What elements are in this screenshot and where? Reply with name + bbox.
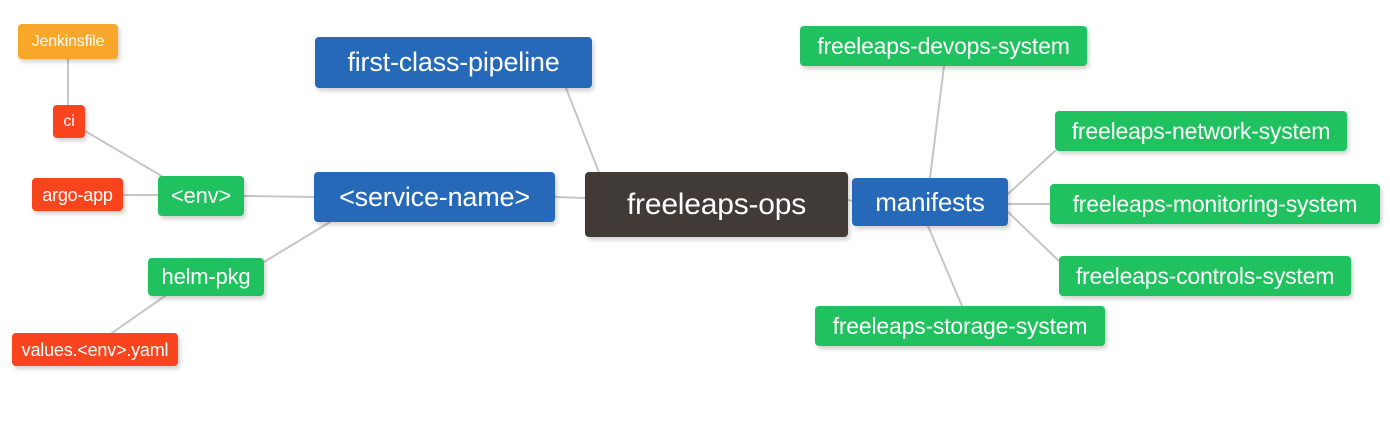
node-ci[interactable]: ci <box>53 105 85 138</box>
node-label-env: <env> <box>170 183 232 208</box>
node-label-argo-app: argo-app <box>42 184 113 205</box>
edge-manifests-to-freeleaps-storage-system <box>927 225 963 307</box>
edge-service-name-to-env <box>243 195 315 198</box>
edge-manifests-to-freeleaps-network-system <box>1007 150 1056 195</box>
node-helm-pkg[interactable]: helm-pkg <box>148 258 264 296</box>
node-manifests[interactable]: manifests <box>852 178 1008 226</box>
node-label-freeleaps-ops: freeleaps-ops <box>626 187 807 221</box>
edge-manifests-to-freeleaps-devops-system <box>929 65 945 179</box>
node-label-service-name: <service-name> <box>339 181 530 212</box>
node-label-freeleaps-monitoring-system: freeleaps-monitoring-system <box>1072 190 1358 217</box>
node-freeleaps-ops[interactable]: freeleaps-ops <box>585 172 848 237</box>
edge-freeleaps-ops-to-first-class-pipeline <box>565 87 601 176</box>
edge-service-name-to-helm-pkg <box>263 221 331 263</box>
node-freeleaps-devops-system[interactable]: freeleaps-devops-system <box>800 26 1087 66</box>
node-freeleaps-controls-system[interactable]: freeleaps-controls-system <box>1059 256 1351 296</box>
node-jenkinsfile[interactable]: Jenkinsfile <box>18 24 118 59</box>
node-label-freeleaps-controls-system: freeleaps-controls-system <box>1075 262 1335 289</box>
node-label-first-class-pipeline: first-class-pipeline <box>347 47 560 77</box>
node-service-name[interactable]: <service-name> <box>314 172 555 222</box>
node-label-freeleaps-storage-system: freeleaps-storage-system <box>832 312 1088 339</box>
edge-env-to-ci <box>84 130 166 179</box>
node-argo-app[interactable]: argo-app <box>32 178 123 211</box>
node-env[interactable]: <env> <box>158 176 244 216</box>
node-label-freeleaps-devops-system: freeleaps-devops-system <box>817 32 1070 59</box>
node-label-jenkinsfile: Jenkinsfile <box>31 32 105 50</box>
node-label-ci: ci <box>63 112 75 130</box>
node-label-manifests: manifests <box>875 187 985 217</box>
node-label-helm-pkg: helm-pkg <box>161 264 251 289</box>
node-label-freeleaps-network-system: freeleaps-network-system <box>1071 117 1331 144</box>
edge-helm-pkg-to-values-env-yaml <box>111 295 166 334</box>
node-first-class-pipeline[interactable]: first-class-pipeline <box>315 37 592 88</box>
node-label-values-env-yaml: values.<env>.yaml <box>21 339 169 360</box>
node-freeleaps-monitoring-system[interactable]: freeleaps-monitoring-system <box>1050 184 1380 224</box>
node-freeleaps-network-system[interactable]: freeleaps-network-system <box>1055 111 1347 151</box>
node-values-env-yaml[interactable]: values.<env>.yaml <box>12 333 178 366</box>
edge-freeleaps-ops-to-service-name <box>554 196 586 199</box>
node-freeleaps-storage-system[interactable]: freeleaps-storage-system <box>815 306 1105 346</box>
